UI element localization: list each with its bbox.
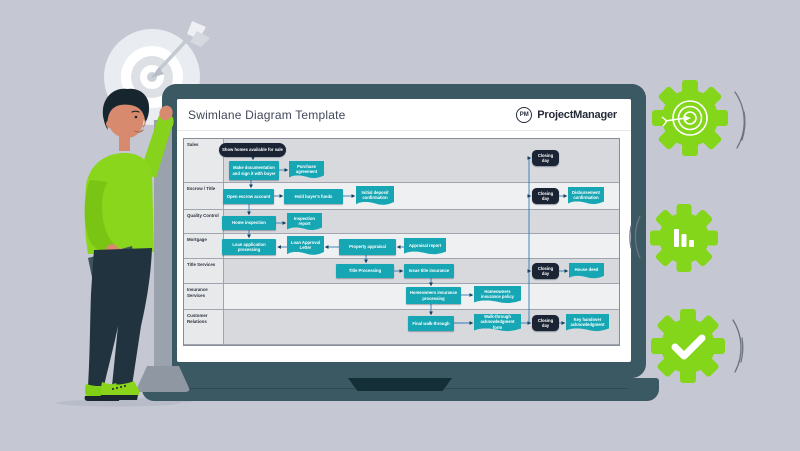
lane-insurance-services: Insurance Services xyxy=(184,284,619,310)
node-house-deed[interactable]: House deed xyxy=(569,263,604,279)
raised-hand xyxy=(159,105,173,121)
node-home-inspection[interactable]: Home inspection xyxy=(222,216,276,230)
node-purchase-agreement[interactable]: Purchase agreement xyxy=(289,161,324,179)
node-issue-title-insurance[interactable]: Issue title insurance xyxy=(404,264,454,278)
checkmark-icon xyxy=(671,334,706,360)
node-loan-application[interactable]: Loan application processing xyxy=(222,239,276,255)
node-loan-approval-letter[interactable]: Loan Approval Letter xyxy=(287,236,324,255)
lane-quality-control: Quality Control xyxy=(184,210,619,234)
node-disbursement-confirmation[interactable]: Disbursement confirmation xyxy=(568,187,604,205)
brand-name: ProjectManager xyxy=(537,108,617,121)
swimlane-table: Sales Escrow / Title Quality Control Mor… xyxy=(183,138,620,346)
gear-checkmark xyxy=(651,309,725,383)
gear-bar-chart xyxy=(650,204,718,272)
node-closing-day-title[interactable]: Closing day xyxy=(532,263,559,279)
node-closing-day-escrow[interactable]: Closing day xyxy=(532,188,559,204)
pm-logo-icon: PM xyxy=(516,106,533,123)
node-homeowners-processing[interactable]: Homeowners insurance processing xyxy=(406,287,461,304)
node-final-walkthrough[interactable]: Final walk-through xyxy=(408,316,454,331)
node-inspection-report[interactable]: Inspection report xyxy=(287,213,322,231)
target-stand xyxy=(136,120,190,392)
bar-chart-icon xyxy=(674,229,694,247)
node-closing-day-customer[interactable]: Closing day xyxy=(532,315,559,331)
node-homeowners-policy[interactable]: Homeowners insurance policy xyxy=(474,286,521,304)
node-appraisal-report[interactable]: Appraisal report xyxy=(404,238,446,255)
laptop-screen: Swimlane Diagram Template PM ProjectMana… xyxy=(177,99,631,362)
lane-label: Insurance Services xyxy=(184,284,224,309)
node-title-processing[interactable]: Title Processing xyxy=(336,264,394,278)
node-key-handover[interactable]: Key handover acknowledgment xyxy=(566,314,609,332)
node-make-documentation[interactable]: Make documentation and sign it with buye… xyxy=(229,161,279,180)
page-title: Swimlane Diagram Template xyxy=(188,107,346,122)
laptop-base xyxy=(142,378,659,401)
node-closing-day-sales[interactable]: Closing day xyxy=(532,150,559,166)
node-show-homes[interactable]: Show homes available for sale xyxy=(219,143,286,157)
node-hold-funds[interactable]: Hold buyer's funds xyxy=(284,189,343,204)
laptop-bezel: Swimlane Diagram Template PM ProjectMana… xyxy=(162,84,646,378)
node-walkthrough-form[interactable]: Walk-through acknowledgment form xyxy=(474,314,521,332)
person-illustration xyxy=(84,88,174,401)
lane-label: Customer Relations xyxy=(184,310,224,344)
lane-label: Escrow / Title xyxy=(184,183,224,209)
target-icon xyxy=(661,100,708,136)
gear-target xyxy=(652,80,728,156)
lane-label: Mortgage xyxy=(184,234,224,258)
node-initial-deposit[interactable]: Initial deposit confirmation xyxy=(356,186,394,205)
node-open-escrow[interactable]: Open escrow account xyxy=(223,189,274,204)
lane-label: Sales xyxy=(184,139,224,182)
brand-logo: PM ProjectManager xyxy=(516,106,617,123)
laptop-notch xyxy=(348,378,452,391)
screen-header: Swimlane Diagram Template PM ProjectMana… xyxy=(177,99,631,131)
dart-icon xyxy=(151,21,210,78)
swoosh-arcs xyxy=(629,91,746,373)
node-property-appraisal[interactable]: Property appraisal xyxy=(339,239,396,255)
lane-label: Title Services xyxy=(184,259,224,283)
